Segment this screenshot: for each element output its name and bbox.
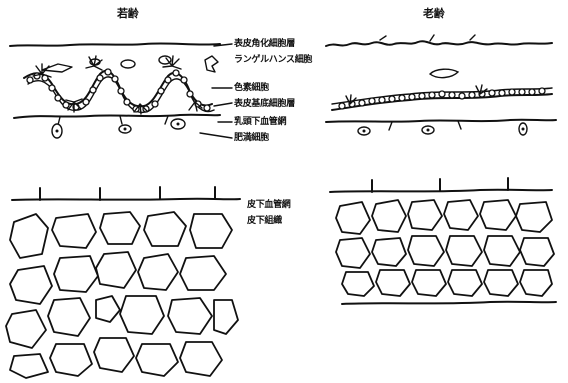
label-leaders [200,44,232,138]
label-papillary-vessels: 乳頭下血管網 [234,118,286,127]
old-basal-layer [332,88,552,110]
title-young: 若齢 [117,8,138,19]
label-basal-cell-layer: 表皮基底細胞層 [234,100,295,109]
young-basal-layer [24,69,214,112]
label-melanocyte: 色素細胞 [234,84,269,93]
label-mast-cell: 肥満細胞 [234,134,269,143]
old-langerhans-cell [430,69,458,77]
young-papillary-vessels [14,115,220,125]
label-langerhans-cell: ランゲルハンス細胞 [234,56,312,65]
old-epidermis-surface [326,35,552,46]
label-epidermis-keratinocyte: 表皮角化細胞層 [234,40,295,49]
label-subcutaneous-tissue: 皮下組織 [247,217,282,226]
young-adipose-tissue [6,212,238,378]
young-langerhans-cells [42,56,218,72]
old-subcutaneous-vessels [330,178,552,192]
title-old: 老齢 [423,8,444,19]
label-subcutaneous-vessels: 皮下血管網 [247,201,291,210]
old-mast-cells [358,123,527,135]
young-epidermis-surface [10,43,220,46]
old-melanocytes [346,85,487,104]
young-subcutaneous-vessels [12,187,240,200]
young-mast-cells [52,119,185,138]
old-adipose-tissue [336,200,556,304]
